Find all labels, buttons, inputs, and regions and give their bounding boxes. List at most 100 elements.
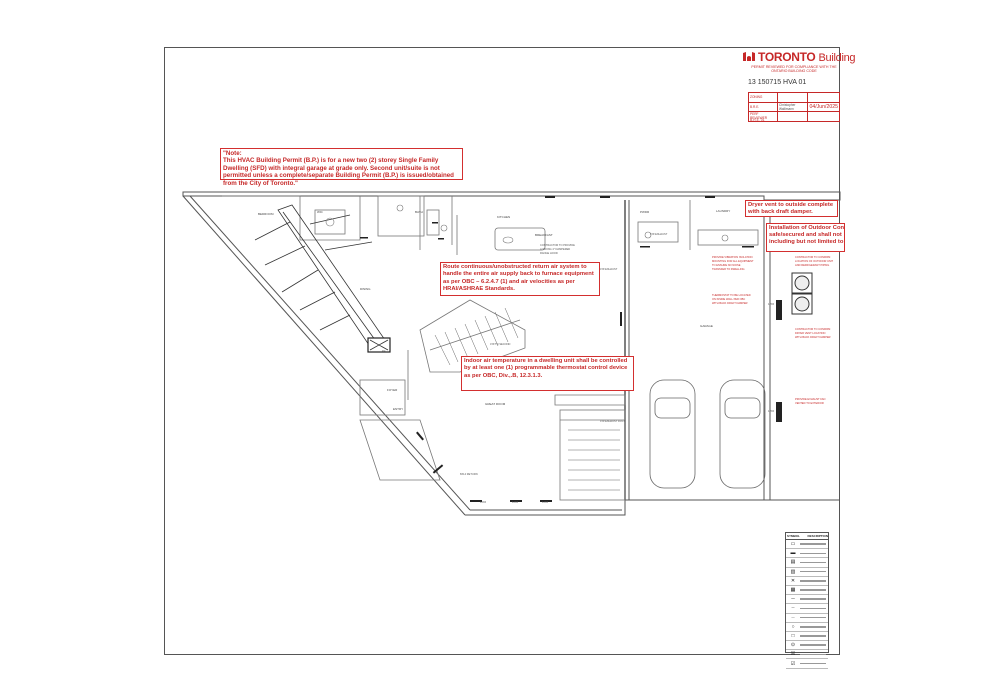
svg-text:12X6: 12X6 (480, 500, 487, 504)
svg-text:RA: RA (382, 349, 386, 353)
permit-stamp: TORONTO Building PERMIT REVIEWED FOR COM… (742, 48, 856, 128)
legend-row: ○ (786, 623, 828, 632)
thermostat-note-text: Indoor air temperature in a dwelling uni… (464, 358, 628, 379)
svg-text:AND REFRIGERANT PIPING: AND REFRIGERANT PIPING (795, 263, 829, 267)
legend-description (800, 635, 826, 637)
interior-walls (222, 195, 759, 501)
outdoor-unit-note: Installation of Outdoor Con safe/secured… (766, 223, 845, 252)
legend-description (800, 644, 826, 646)
svg-text:12X6: 12X6 (768, 302, 775, 306)
svg-text:CONTRACTOR TO CONFIRM: CONTRACTOR TO CONFIRM (795, 255, 830, 259)
legend-symbol-icon: ▭ (790, 541, 796, 548)
legend-description (800, 662, 826, 665)
svg-text:GREAT ROOM: GREAT ROOM (485, 402, 506, 406)
svg-text:PROVIDE EXHAUST FAN: PROVIDE EXHAUST FAN (795, 397, 825, 401)
row-date (807, 111, 840, 122)
legend-description (800, 552, 826, 555)
permit-number: 13 150715 HVA 01 (748, 79, 807, 86)
legend-symbol-icon: ☒ (790, 651, 796, 658)
svg-text:VENTED TO EXTERIOR: VENTED TO EXTERIOR (795, 401, 824, 405)
row-label: ZONING (748, 92, 778, 103)
cars (649, 379, 766, 489)
row-value (776, 92, 809, 103)
table-row: ZONING (748, 92, 840, 103)
legend-description (800, 561, 826, 564)
exterior-walls (182, 191, 841, 516)
svg-text:RANGE HOOD: RANGE HOOD (540, 251, 558, 255)
return-air-note-text: Route continuous/unobstructed return air… (443, 264, 594, 293)
legend-description (800, 653, 826, 656)
legend-description (800, 570, 826, 573)
duct-trunk (254, 204, 391, 353)
svg-text:ON INSIDE WALL PER OBC: ON INSIDE WALL PER OBC (712, 297, 745, 301)
legend-col-symbol: SYMBOL (787, 534, 800, 538)
row-value: Christopher Wallimann (776, 101, 809, 112)
svg-text:PROVIDE VIBRATION ISOLATION: PROVIDE VIBRATION ISOLATION (712, 255, 753, 259)
row-date (807, 92, 840, 103)
svg-text:WIC: WIC (317, 210, 324, 214)
legend-row: ▭ (786, 540, 828, 550)
svg-text:BREAKFAST: BREAKFAST (535, 233, 553, 237)
legend-symbol-icon: ─ (791, 596, 795, 603)
legend-row: ▥ (786, 568, 828, 577)
svg-text:THERMOSTAT TO BE LOCATED: THERMOSTAT TO BE LOCATED (712, 293, 751, 297)
svg-text:LOCKING 4" DAMPERED: LOCKING 4" DAMPERED (540, 247, 570, 251)
logo-word: Building (818, 52, 856, 64)
svg-text:LAUNDRY: LAUNDRY (716, 209, 730, 213)
svg-text:4"Ø EXHAUST: 4"Ø EXHAUST (600, 267, 618, 271)
legend-header: SYMBOL DESCRIPTION (786, 533, 828, 540)
svg-text:ENTRY: ENTRY (393, 407, 403, 411)
row-value (776, 111, 809, 122)
row-date: 04/Jun/2025 (807, 101, 840, 112)
thermostat-note: Indoor air temperature in a dwelling uni… (461, 356, 634, 391)
hvac-permit-note-text: "Note: This HVAC Building Permit (B.P.) … (223, 150, 454, 187)
svg-text:12X6: 12X6 (542, 500, 549, 504)
outdoor-unit-note-text: Installation of Outdoor Con safe/secured… (769, 225, 845, 245)
supply-registers (360, 196, 782, 502)
legend-col-description: DESCRIPTION (807, 534, 828, 538)
legend-symbol-icon: ▦ (790, 587, 796, 594)
svg-text:CONTRACTOR TO PROVIDE: CONTRACTOR TO PROVIDE (540, 243, 575, 247)
svg-text:LOCATION OF OUTDOOR UNIT: LOCATION OF OUTDOOR UNIT (795, 259, 834, 263)
legend-symbol-icon: ┈ (791, 614, 795, 621)
legend-symbol-icon: ▤ (790, 559, 796, 566)
svg-text:CONTRACTOR TO CONFIRM: CONTRACTOR TO CONFIRM (795, 327, 830, 331)
legend-description (800, 616, 826, 619)
legend-symbol-icon: ▥ (790, 568, 796, 575)
table-row: B.R.E. Christopher Wallimann 04/Jun/2025 (748, 101, 840, 112)
legend-row: ☑ (786, 659, 828, 669)
legend-row: ▬ (786, 549, 828, 559)
legend-symbol-icon: ▬ (790, 550, 796, 557)
legend-row: ▤ (786, 558, 828, 568)
svg-text:WITH BACK DRAFT DAMPER: WITH BACK DRAFT DAMPER (795, 335, 831, 339)
permit-reviewed-text: PERMIT REVIEWED FOR COMPLIANCE WITH THE … (751, 65, 837, 74)
svg-text:BEDROOM: BEDROOM (258, 212, 274, 216)
stairs (434, 307, 620, 491)
toronto-building-logo: TORONTO Building (742, 50, 856, 64)
legend-symbol-icon: ☑ (790, 660, 796, 667)
legend-symbol-icon: ○ (791, 623, 795, 630)
logo-text: TORONTO (758, 50, 816, 64)
svg-text:BATH: BATH (415, 210, 423, 214)
svg-text:GARAGE: GARAGE (700, 324, 713, 328)
svg-text:MOUNTING FOR ALL EQUIPMENT: MOUNTING FOR ALL EQUIPMENT (712, 259, 754, 263)
hvac-permit-note: "Note: This HVAC Building Permit (B.P.) … (220, 148, 463, 187)
symbol-legend: SYMBOL DESCRIPTION ▭▬▤▥✕▦─┄┈○□⊙☒☑ (785, 532, 829, 669)
legend-description (800, 543, 826, 545)
legend-description (800, 580, 826, 582)
svg-text:12X6: 12X6 (512, 500, 519, 504)
legend-row: ✕ (786, 577, 828, 586)
legend-description (800, 626, 826, 628)
dryer-vent-note-text: Dryer vent to outside complete with back… (748, 202, 834, 215)
svg-text:4"Ø EXHAUST DUCT: 4"Ø EXHAUST DUCT (600, 419, 626, 423)
garage-notes: PROVIDE VIBRATION ISOLATION MOUNTING FOR… (712, 255, 834, 405)
svg-text:TO ENSURE NO NOISE: TO ENSURE NO NOISE (712, 263, 741, 267)
legend-row: ─ (786, 595, 828, 605)
legend-symbol-icon: ┄ (791, 605, 795, 612)
dryer-vent-note: Dryer vent to outside complete with back… (745, 200, 838, 217)
legend-row: ⊙ (786, 641, 828, 651)
svg-text:FOYER: FOYER (387, 388, 398, 392)
review-table: ZONING B.R.E. Christopher Wallimann 04/J… (748, 92, 840, 122)
legend-rows: ▭▬▤▥✕▦─┄┈○□⊙☒☑ (786, 540, 828, 669)
table-row: PERF REVIEWER (748, 111, 840, 122)
